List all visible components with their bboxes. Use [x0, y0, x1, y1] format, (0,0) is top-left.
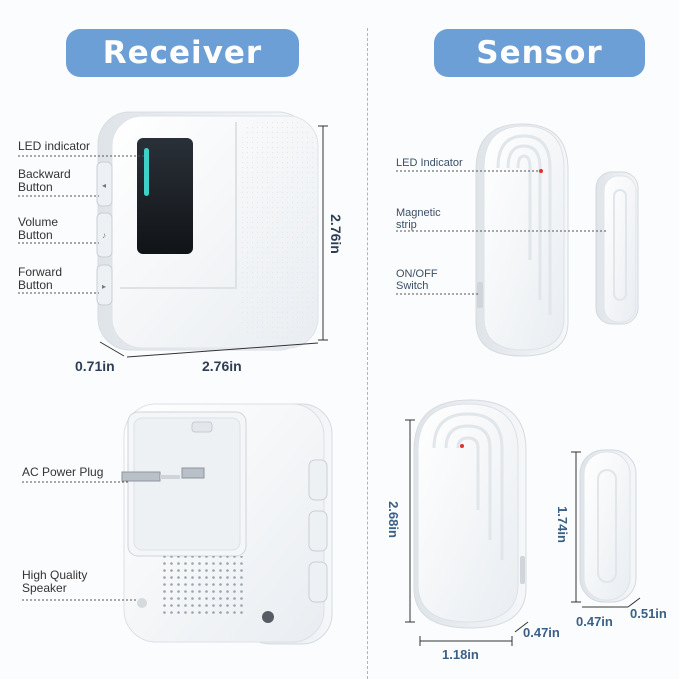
label-on-off-switch: ON/OFF Switch: [396, 268, 438, 292]
dim-receiver-depth: 0.71in: [75, 358, 115, 374]
receiver-back-callout-lines: [22, 481, 136, 601]
dim-sensor-height: 2.68in: [385, 501, 401, 538]
dim-magnet-height: 1.74in: [554, 506, 570, 543]
sensor-dimension-lines: [405, 419, 641, 646]
receiver-dimension-lines: [99, 125, 328, 358]
sensor-front: [413, 399, 637, 629]
svg-text:♪: ♪: [102, 231, 106, 240]
label-volume-button: Volume Button: [18, 215, 59, 242]
label-backward-button: Backward Button: [18, 167, 71, 194]
receiver-back: [121, 403, 333, 645]
label-ac-power-plug: AC Power Plug: [22, 465, 104, 479]
dim-magnet-depth: 0.51in: [630, 606, 667, 621]
dim-sensor-depth: 0.47in: [523, 625, 560, 640]
dim-receiver-height: 2.76in: [327, 214, 344, 254]
svg-text:▸: ▸: [102, 282, 106, 291]
label-speaker: High Quality Speaker: [22, 568, 88, 595]
section-divider: [367, 28, 368, 679]
label-led-indicator: LED indicator: [18, 139, 91, 153]
sensor-angled: [475, 123, 639, 357]
label-magnetic-strip: Magnetic strip: [396, 207, 441, 231]
label-forward-button: Forward Button: [18, 265, 63, 292]
svg-text:◂: ◂: [102, 181, 106, 190]
receiver-header: Receiver: [66, 29, 299, 77]
dim-receiver-width: 2.76in: [202, 358, 242, 374]
dim-sensor-width: 1.18in: [442, 647, 479, 662]
receiver-callout-lines: [18, 155, 145, 294]
dim-magnet-width: 0.47in: [576, 614, 613, 629]
sensor-callout-lines: [396, 170, 606, 295]
receiver-front: ◂ ♪ ▸: [96, 111, 319, 351]
sensor-header: Sensor: [434, 29, 645, 77]
label-sensor-led: LED Indicator: [396, 157, 463, 169]
